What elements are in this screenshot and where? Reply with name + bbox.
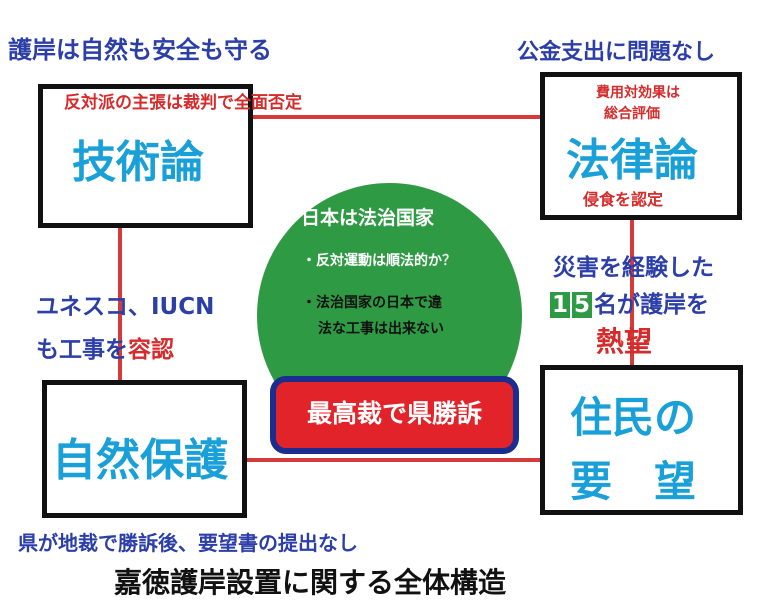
left-side-emphasis: 容認: [128, 337, 174, 363]
shizen-title: 自然保護: [52, 435, 228, 486]
bottom-caption: 県が地裁で勝訴後、要望書の提出なし: [18, 531, 358, 555]
top-left-caption: 護岸は自然も安全も守る: [8, 36, 272, 64]
right-side-number-digit-2: 5: [572, 292, 592, 318]
left-side-line2: も工事を容認: [36, 330, 174, 364]
right-side-number-digit-1: 1: [550, 292, 570, 318]
box-houritsu: [540, 72, 742, 220]
center-title: 日本は法治国家: [301, 207, 435, 229]
box-shizen: [42, 380, 247, 518]
houritsu-bottom-note: 侵食を認定: [583, 190, 664, 209]
center-bullet-1-text: ・反対運動は順法的か: [302, 253, 442, 269]
connector-left: [118, 226, 122, 381]
jumin-title-1: 住民の: [570, 393, 697, 442]
top-right-caption: 公金支出に問題なし: [517, 40, 716, 65]
footer-title: 嘉徳護岸設置に関する全体構造: [114, 566, 507, 599]
center-bullet-2-line-1: ・法治国家の日本で違: [302, 295, 442, 311]
supreme-court-victory-banner: 最高裁で県勝訴: [270, 376, 519, 454]
jumin-title-2: 要 望: [570, 457, 697, 506]
connector-top: [250, 115, 545, 119]
houritsu-note-2: 総合評価: [604, 106, 660, 122]
center-bullet-2-line-2: 法な工事は出来ない: [318, 321, 444, 337]
center-bullet-1: ・反対運動は順法的か？: [302, 250, 456, 270]
connector-right: [630, 218, 634, 366]
right-side-line1: 災害を経験した: [553, 255, 714, 281]
houritsu-note-1: 費用対効果は: [596, 85, 680, 101]
gijutsu-title: 技術論: [72, 137, 204, 188]
houritsu-title: 法律論: [566, 135, 698, 186]
box-gijutsu: [38, 84, 253, 228]
connector-bottom: [245, 458, 545, 462]
left-side-line1: ユネスコ、IUCN: [36, 294, 215, 320]
center-bullet-1-mark: ？: [442, 253, 456, 269]
gijutsu-note: 反対派の主張は裁判で全面否定: [64, 93, 302, 113]
box-jumin: [540, 365, 743, 515]
left-side-line2-prefix: も工事を: [36, 337, 128, 363]
right-side-emphasis: 熱望: [596, 325, 653, 358]
right-side-line2-suffix: 名が護岸を: [594, 292, 709, 318]
